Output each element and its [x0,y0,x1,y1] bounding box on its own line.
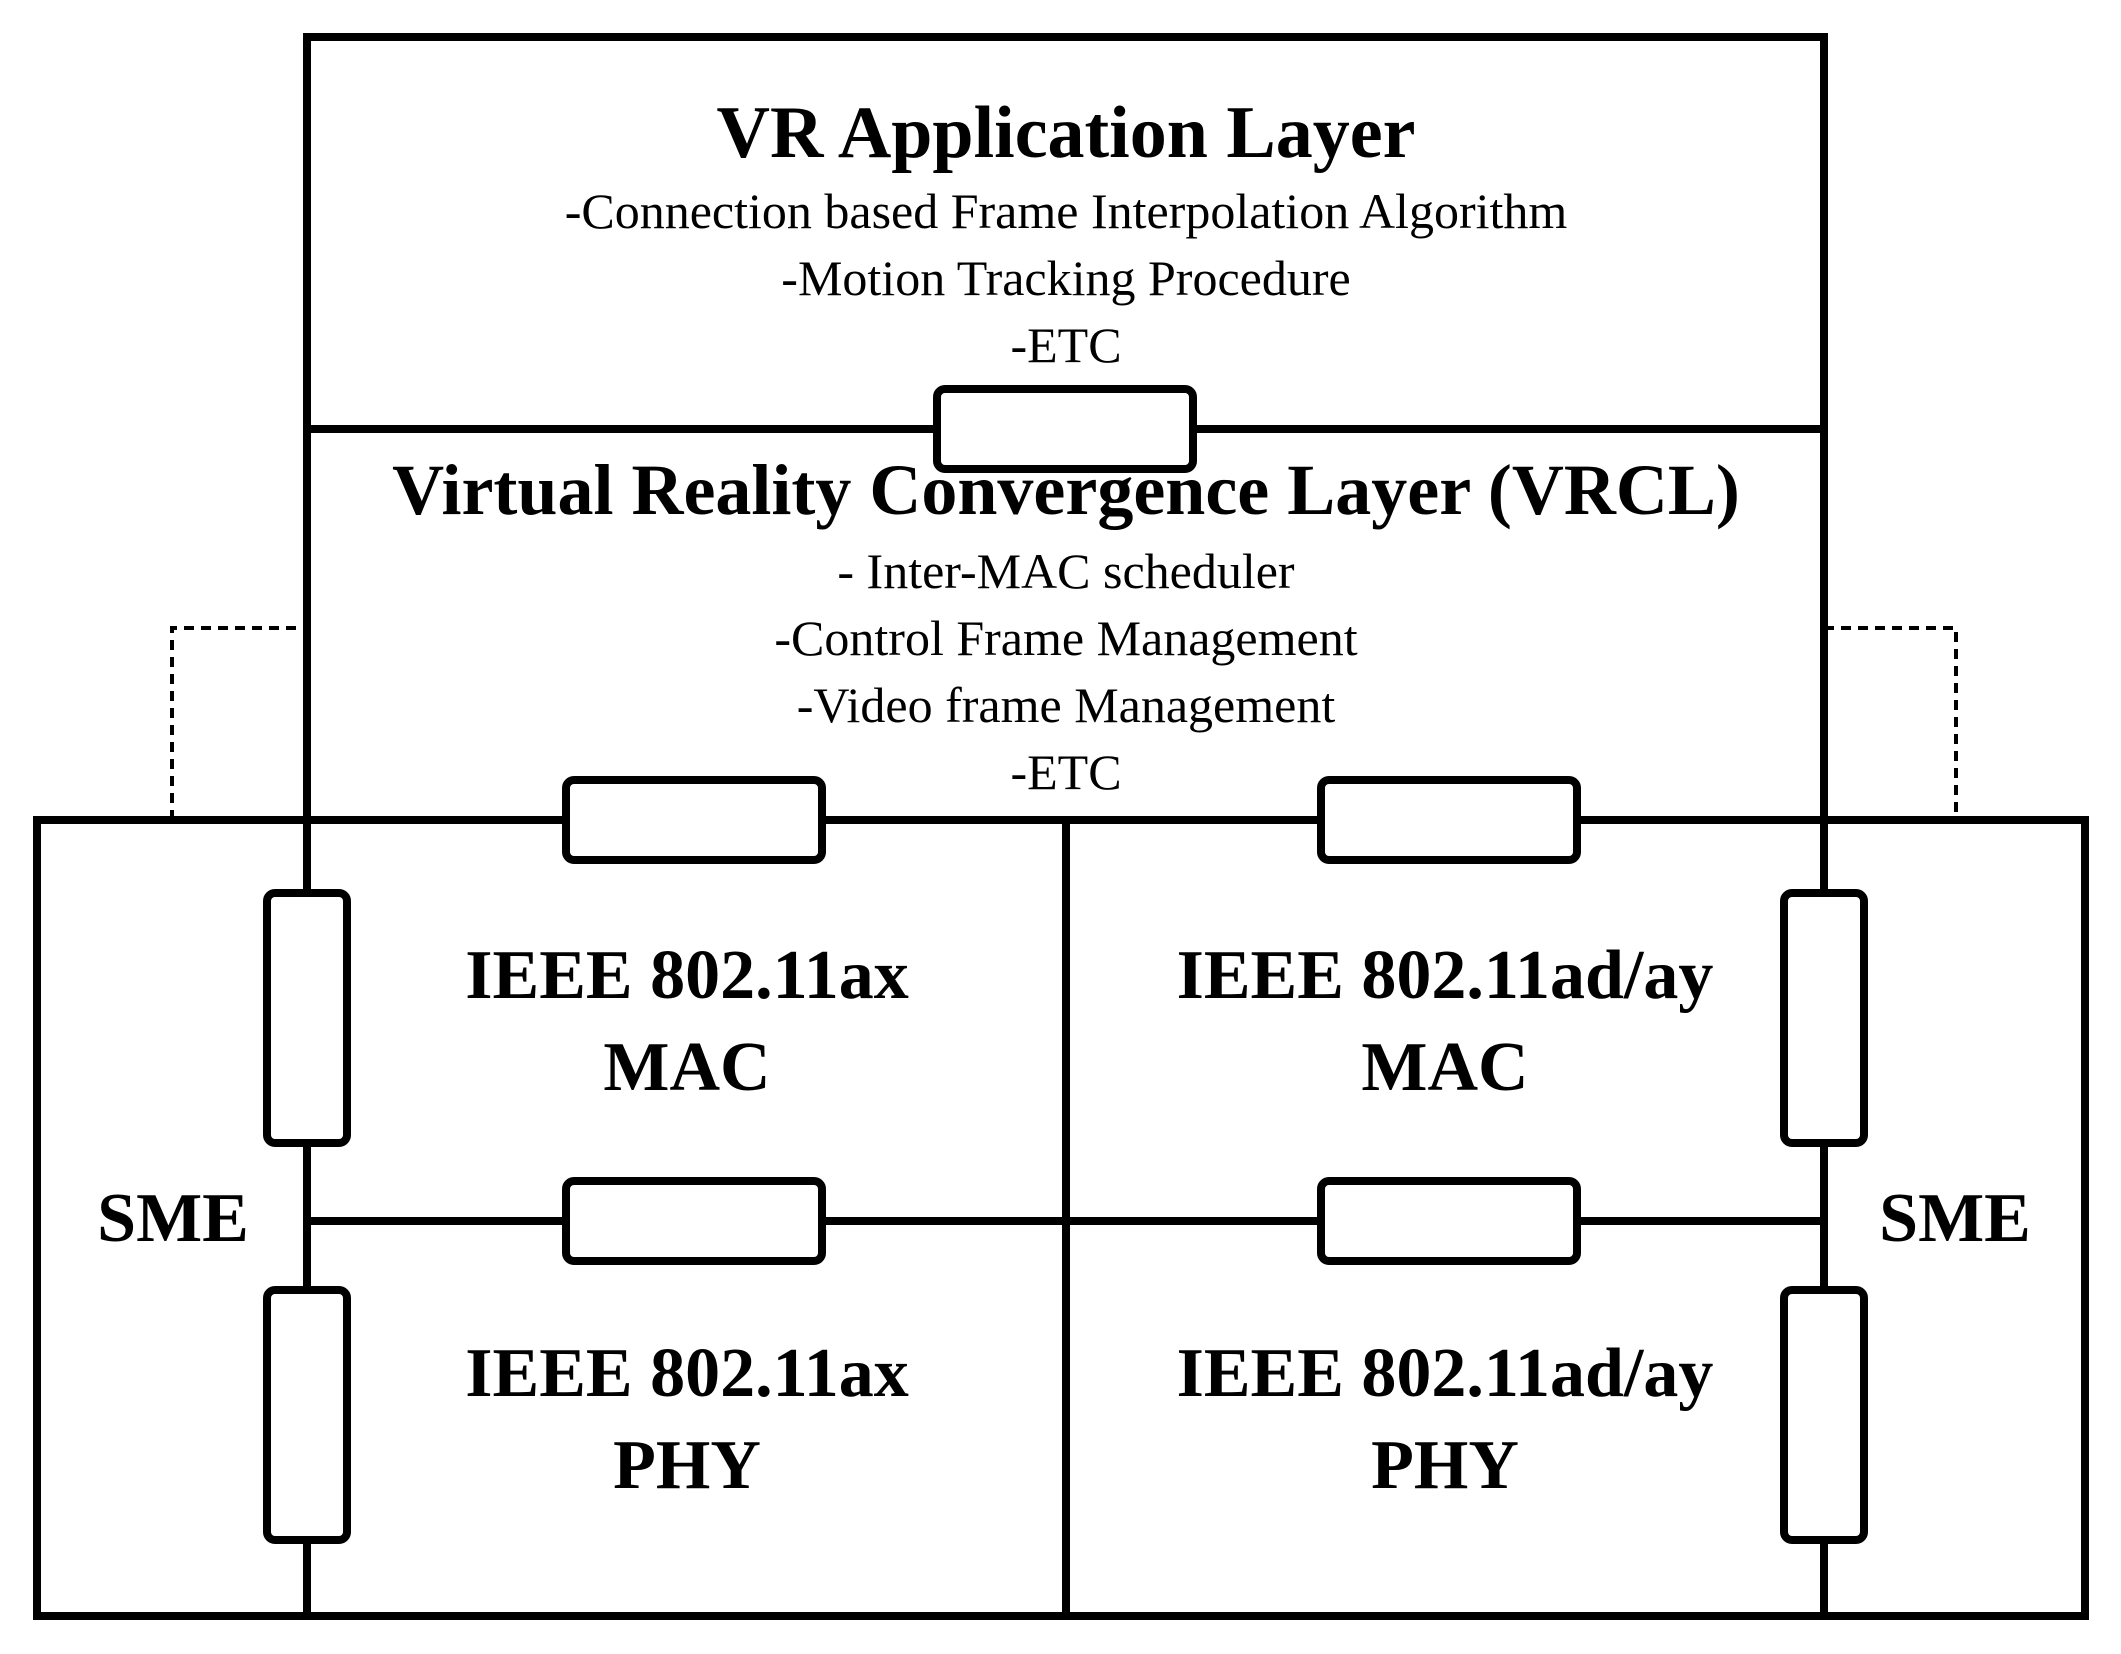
sme-labels: SME SME [97,1180,2031,1257]
ad-phy-line1: IEEE 802.11ad/ay [1177,1335,1714,1412]
vrcl-item: - Inter-MAC scheduler [837,543,1295,599]
sap-vrcl-ax-mac [562,776,826,864]
sap-sme-right-mac [1780,889,1868,1147]
app-layer-text: VR Application Layer -Connection based F… [565,92,1568,373]
sme-left-label: SME [97,1180,249,1257]
sap-sme-left-mac [263,889,351,1147]
mac-layer-text: IEEE 802.11ax MAC IEEE 802.11ad/ay MAC [465,937,1713,1106]
dashed-connectors [170,626,1958,820]
vrcl-item: -ETC [1010,744,1121,800]
phy-layer-text: IEEE 802.11ax PHY IEEE 802.11ad/ay PHY [465,1335,1713,1504]
vrcl-item: -Control Frame Management [774,610,1357,666]
ax-mac-line1: IEEE 802.11ax [465,937,908,1014]
vrcl-item: -Video frame Management [797,677,1336,733]
service-access-points [263,385,1868,1544]
sap-app-vrcl [933,385,1197,473]
sap-ax-mac-phy [562,1177,826,1265]
app-layer-item: -Connection based Frame Interpolation Al… [565,183,1568,239]
app-layer-title: VR Application Layer [717,92,1416,174]
sme-right-label: SME [1879,1180,2031,1257]
ad-phy-line2: PHY [1371,1427,1519,1504]
right-dashed-connector [1824,626,1958,820]
app-layer-item: -ETC [1010,317,1121,373]
vrcl-text: Virtual Reality Convergence Layer (VRCL)… [392,450,1740,800]
app-layer-item: -Motion Tracking Procedure [781,250,1350,306]
ad-mac-line1: IEEE 802.11ad/ay [1177,937,1714,1014]
sap-vrcl-ad-mac [1317,776,1581,864]
ax-mac-line2: MAC [603,1029,770,1106]
sap-sme-right-phy [1780,1286,1868,1544]
ax-phy-line1: IEEE 802.11ax [465,1335,908,1412]
vrcl-title: Virtual Reality Convergence Layer (VRCL) [392,450,1740,530]
ad-mac-line2: MAC [1361,1029,1528,1106]
lower-outer-box [33,816,2089,1620]
ax-phy-line2: PHY [613,1427,761,1504]
sap-sme-left-phy [263,1286,351,1544]
left-dashed-connector [170,626,307,820]
sap-ad-mac-phy [1317,1177,1581,1265]
